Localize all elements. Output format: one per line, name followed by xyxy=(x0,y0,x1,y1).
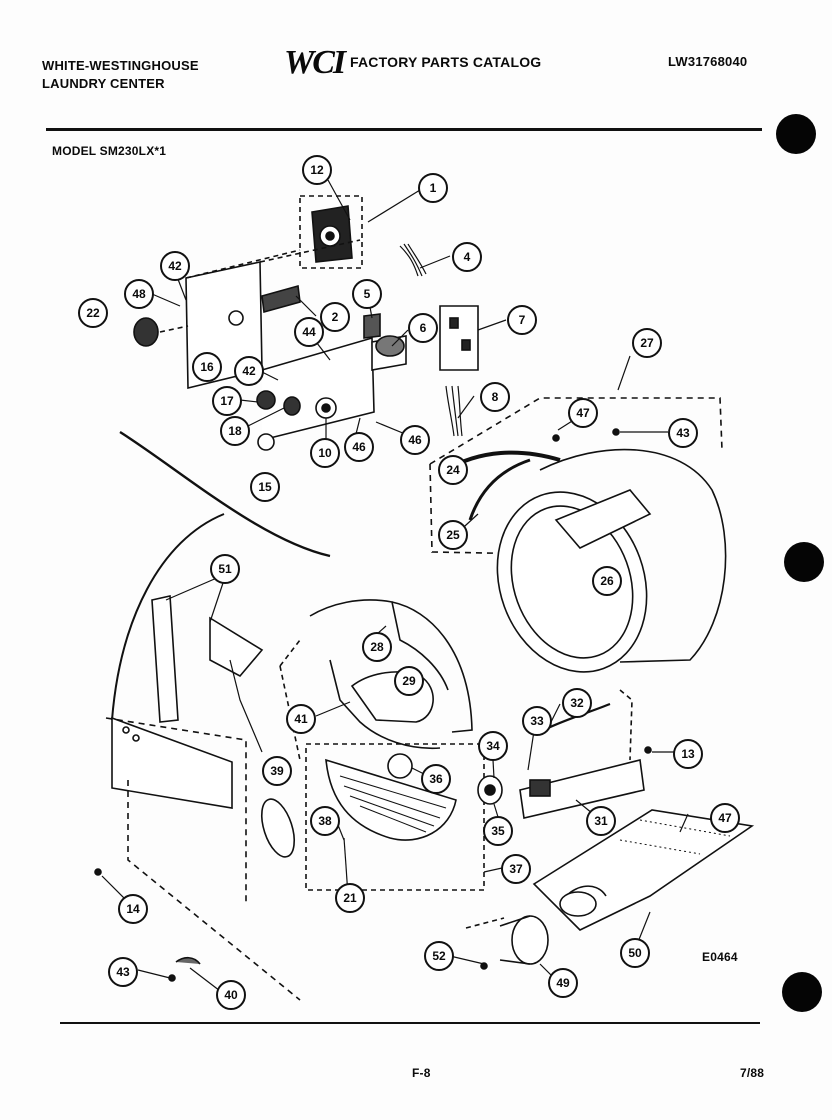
part-callout-16: 16 xyxy=(192,352,222,382)
part-callout-49: 49 xyxy=(548,968,578,998)
part-callout-1: 1 xyxy=(418,173,448,203)
model-number: MODEL SM230LX*1 xyxy=(52,144,167,158)
part-callout-42: 42 xyxy=(160,251,190,281)
header-rule xyxy=(46,128,762,131)
part-callout-13: 13 xyxy=(673,739,703,769)
part-callout-22: 22 xyxy=(78,298,108,328)
brand-line-2: LAUNDRY CENTER xyxy=(42,76,165,91)
part-callout-40: 40 xyxy=(216,980,246,1010)
part-callout-46: 46 xyxy=(344,432,374,462)
switch-parts xyxy=(261,284,479,371)
part-callout-14: 14 xyxy=(118,894,148,924)
part-callout-50: 50 xyxy=(620,938,650,968)
part-callout-31: 31 xyxy=(586,806,616,836)
part-callout-2: 2 xyxy=(320,302,350,332)
part-callout-34: 34 xyxy=(478,731,508,761)
binder-hole-top xyxy=(776,114,816,154)
wci-logo: WCI xyxy=(284,44,346,81)
part-callout-46: 46 xyxy=(400,425,430,455)
part-callout-18: 18 xyxy=(220,416,250,446)
part-callout-8: 8 xyxy=(480,382,510,412)
diagram-code: E0464 xyxy=(702,950,738,964)
front-bulkhead-part xyxy=(279,599,473,761)
binder-hole-middle xyxy=(784,542,824,582)
part-callout-42: 42 xyxy=(234,356,264,386)
blower-parts xyxy=(477,689,645,819)
part-callout-21: 21 xyxy=(335,883,365,913)
terminal-block-part xyxy=(299,195,363,269)
screw-parts xyxy=(94,428,652,982)
cabinet-side-curve xyxy=(111,513,225,721)
base-duct-part xyxy=(532,809,755,931)
part-callout-15: 15 xyxy=(250,472,280,502)
part-callout-6: 6 xyxy=(408,313,438,343)
part-callout-28: 28 xyxy=(362,632,392,662)
part-callout-27: 27 xyxy=(632,328,662,358)
brand-line-1: WHITE-WESTINGHOUSE xyxy=(42,58,199,73)
part-callout-26: 26 xyxy=(592,566,622,596)
drum-part xyxy=(429,397,727,673)
footer-rule xyxy=(60,1022,760,1024)
lint-filter-housing xyxy=(260,743,485,891)
part-callout-37: 37 xyxy=(501,854,531,884)
part-callout-25: 25 xyxy=(438,520,468,550)
part-callout-47: 47 xyxy=(568,398,598,428)
exhaust-duct-part xyxy=(465,915,549,965)
part-callout-33: 33 xyxy=(522,706,552,736)
catalog-date: 7/88 xyxy=(740,1066,765,1080)
part-callout-43: 43 xyxy=(668,418,698,448)
part-callout-39: 39 xyxy=(262,756,292,786)
part-callout-48: 48 xyxy=(124,279,154,309)
part-callout-44: 44 xyxy=(294,317,324,347)
catalog-number: LW31768040 xyxy=(668,54,748,69)
part-callout-32: 32 xyxy=(562,688,592,718)
part-callout-10: 10 xyxy=(310,438,340,468)
part-callout-38: 38 xyxy=(310,806,340,836)
part-callout-5: 5 xyxy=(352,279,382,309)
part-callout-43: 43 xyxy=(108,957,138,987)
part-callout-52: 52 xyxy=(424,941,454,971)
wire-harness xyxy=(399,243,463,437)
part-callout-35: 35 xyxy=(483,816,513,846)
binder-hole-bottom xyxy=(782,972,822,1012)
part-callout-4: 4 xyxy=(452,242,482,272)
knob-parts xyxy=(133,317,301,451)
part-callout-36: 36 xyxy=(421,764,451,794)
front-panel-parts xyxy=(105,595,301,1001)
part-callout-12: 12 xyxy=(302,155,332,185)
part-callout-47: 47 xyxy=(710,803,740,833)
part-callout-24: 24 xyxy=(438,455,468,485)
cabinet-top-curve xyxy=(119,430,331,558)
part-callout-41: 41 xyxy=(286,704,316,734)
part-callout-51: 51 xyxy=(210,554,240,584)
page-number: F-8 xyxy=(412,1066,431,1080)
part-callout-17: 17 xyxy=(212,386,242,416)
part-callout-29: 29 xyxy=(394,666,424,696)
part-callout-7: 7 xyxy=(507,305,537,335)
catalog-title: FACTORY PARTS CATALOG xyxy=(350,54,542,70)
